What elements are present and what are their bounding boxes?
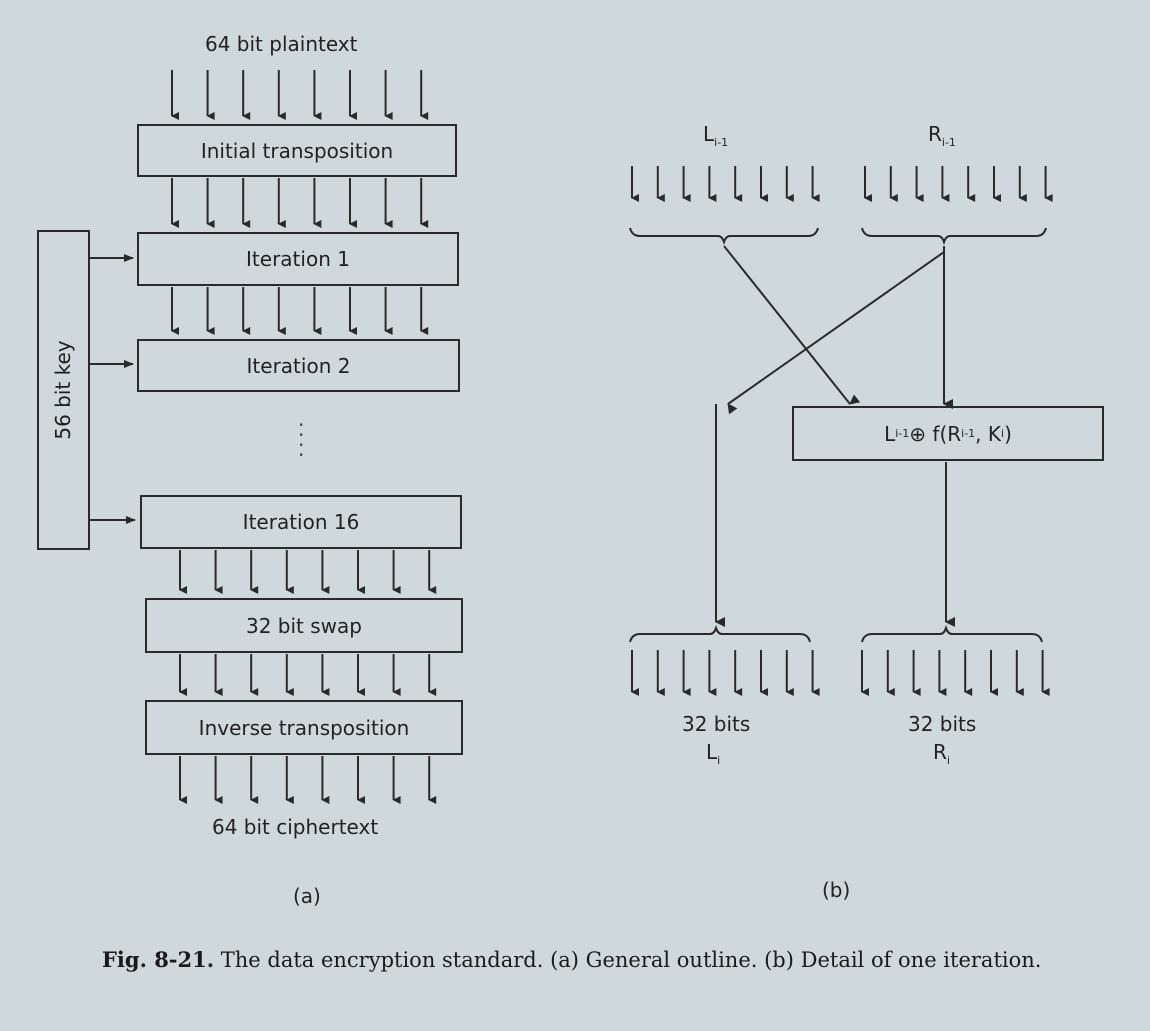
sub-label-b: (b) xyxy=(822,878,851,902)
right-input-label: Ri-1 xyxy=(928,122,956,149)
swap-box: 32 bit swap xyxy=(145,598,463,653)
right-output-bits: 32 bits xyxy=(908,712,977,736)
key-label: 56 bit key xyxy=(51,340,75,440)
left-output-bits: 32 bits xyxy=(682,712,751,736)
part-a-arrows xyxy=(171,70,437,804)
left-input-label: Li-1 xyxy=(703,122,729,149)
inverse-transposition-box: Inverse transposition xyxy=(145,700,463,755)
ciphertext-label: 64 bit ciphertext xyxy=(212,815,379,839)
iteration-1-box: Iteration 1 xyxy=(137,232,459,286)
key-box xyxy=(37,230,90,550)
left-output-label: Li xyxy=(706,740,721,767)
caption-fig-number: Fig. 8-21. xyxy=(102,947,215,972)
sub-label-a: (a) xyxy=(293,884,321,908)
plaintext-label: 64 bit plaintext xyxy=(205,32,358,56)
right-output-label: Ri xyxy=(933,740,950,767)
caption-text: The data encryption standard. (a) Genera… xyxy=(214,948,1042,972)
initial-transposition-box: Initial transposition xyxy=(137,124,457,177)
part-b-arrows xyxy=(631,166,1053,696)
iteration-2-box: Iteration 2 xyxy=(137,339,460,392)
iteration-16-box: Iteration 16 xyxy=(140,495,462,549)
key-arrows xyxy=(90,254,136,524)
figure-caption: Fig. 8-21. The data encryption standard.… xyxy=(102,944,1062,976)
part-b-flow xyxy=(629,227,1047,643)
ellipsis-dots: ···· xyxy=(298,413,305,467)
